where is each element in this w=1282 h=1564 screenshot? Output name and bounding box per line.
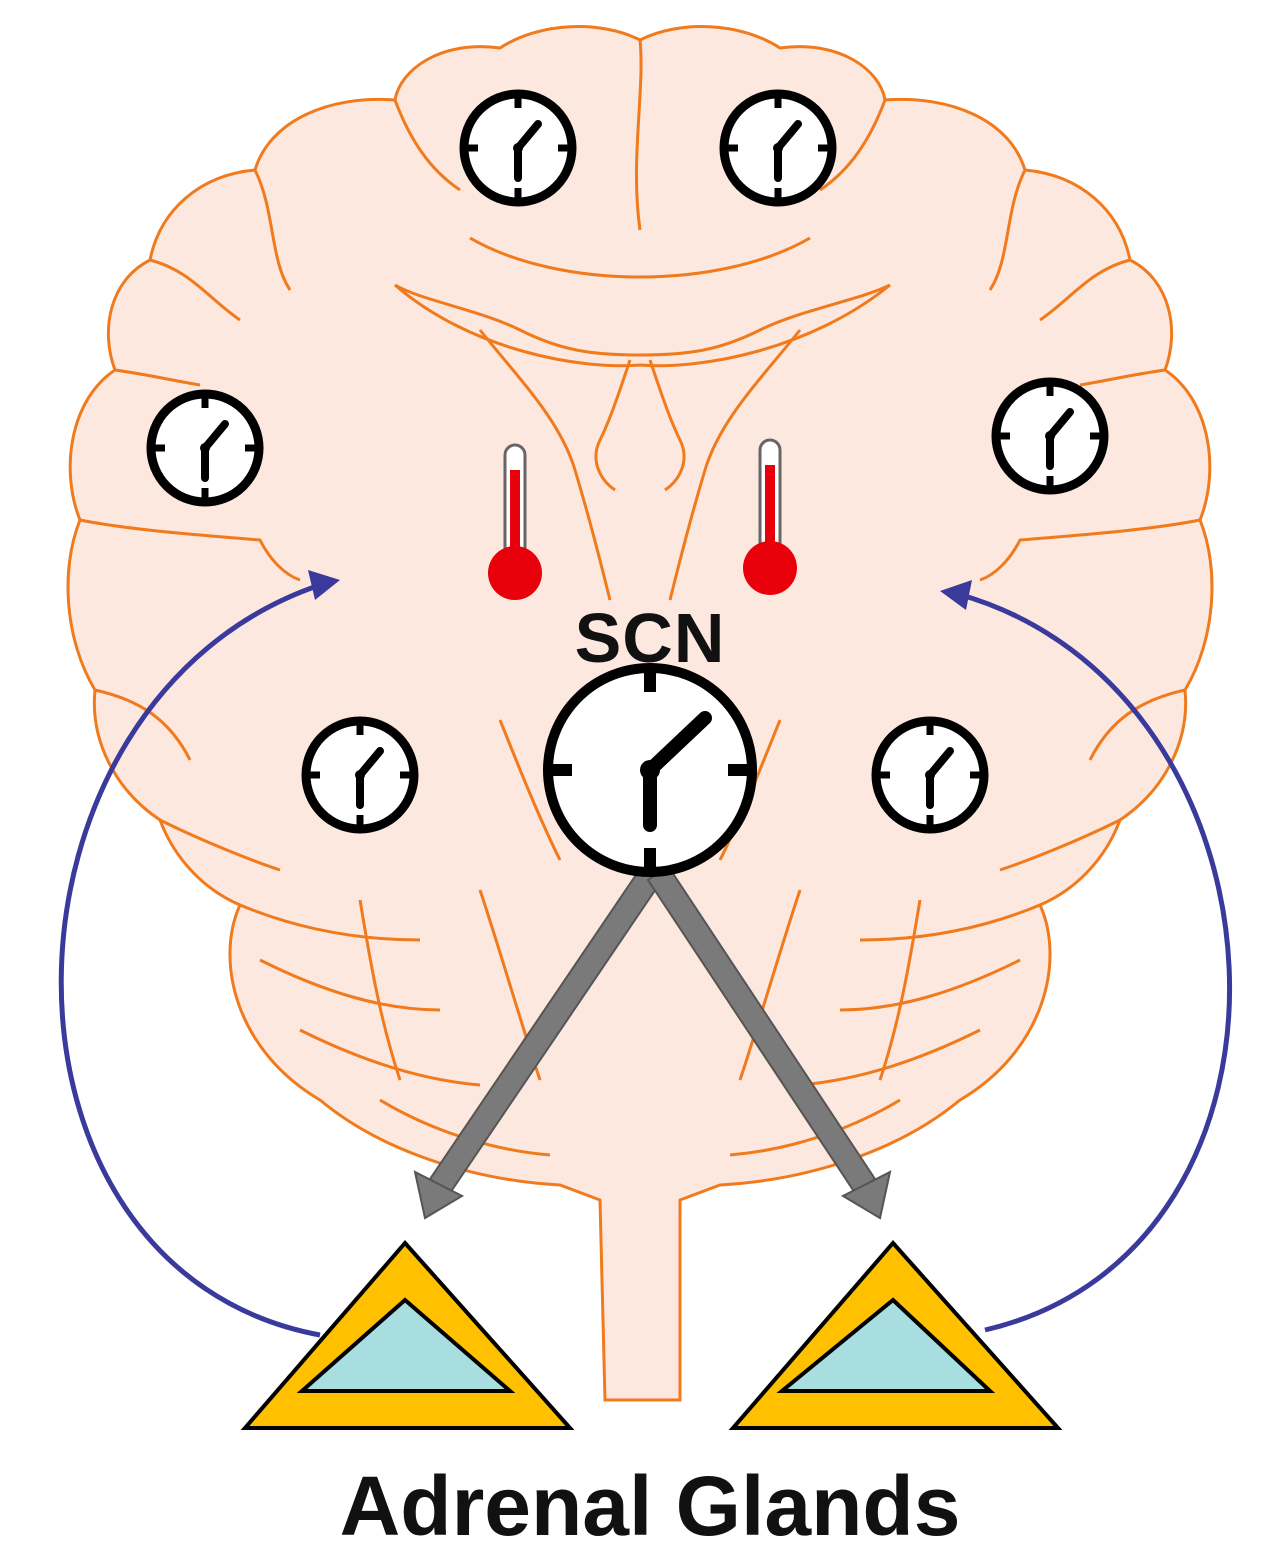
adrenal-gland-left bbox=[240, 1239, 575, 1430]
thermometer-icon bbox=[488, 443, 542, 600]
clock-icon bbox=[151, 394, 259, 502]
clock-icon bbox=[876, 721, 984, 829]
clock-icon bbox=[464, 94, 572, 202]
clock-icon bbox=[306, 721, 414, 829]
scn-master-clock-icon bbox=[543, 663, 757, 877]
clock-icon bbox=[724, 94, 832, 202]
clock-icon bbox=[996, 382, 1104, 490]
feedback-arrow-right bbox=[940, 580, 1233, 1333]
adrenal-gland-right bbox=[728, 1239, 1063, 1430]
feedback-arrow-left bbox=[58, 570, 340, 1338]
thermometer-icon bbox=[743, 438, 797, 595]
adrenal-glands-label: Adrenal Glands bbox=[339, 1459, 961, 1553]
scn-label: SCN bbox=[574, 599, 726, 677]
